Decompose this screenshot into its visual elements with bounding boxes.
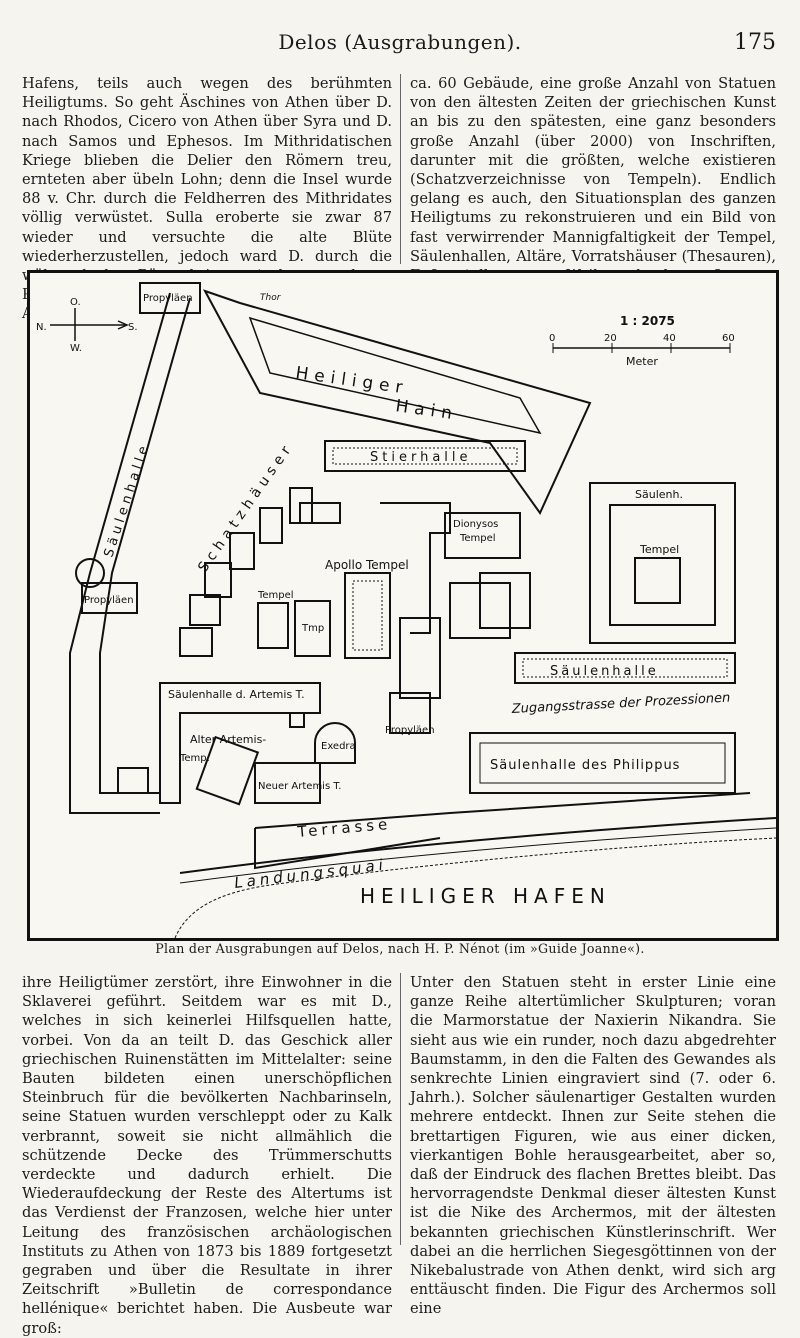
label-saeulenh: Säulenh. [635,488,683,501]
label-dionysos: Dionysos [453,519,498,530]
stierhalle-building [324,440,526,472]
dionysos-temple [444,512,521,559]
page-number: 175 [734,30,776,55]
quay-line-2 [179,827,777,884]
paragraph-bottom-right: Unter den Statuen steht in erster Linie … [410,974,776,1318]
map-caption: Plan der Ausgrabungen auf Delos, nach H.… [155,941,645,956]
label-tmp: Tmp [301,623,324,634]
scale-bar: 1 : 2075 0 20 40 60 Meter [549,314,735,368]
paragraph-bottom-left: ihre Heiligtümer zerstört, ihre Einwohne… [22,974,392,1337]
label-hain: Hain [394,396,459,425]
excavation-plan-map: N. O. S. W. 1 : 2075 0 20 40 60 Meter [27,270,779,941]
label-alter-artemis: Alter Artemis- [190,733,266,746]
plan-drawing: N. O. S. W. 1 : 2075 0 20 40 60 Meter [36,282,777,939]
text-column-bottom-left: ihre Heiligtümer zerstört, ihre Einwohne… [22,973,392,1338]
philippus-stoa [469,732,736,794]
label-stierhalle: Stierhalle [370,450,472,465]
scale-ratio: 1 : 2075 [620,314,675,328]
label-alter-temp: Temp. [179,753,210,764]
stierhalle-inner [332,447,518,465]
compass-w: W. [70,343,82,354]
page-header: Delos (Ausgrabungen). 175 [22,30,778,64]
label-propylaeen-west: Propyläen [84,595,134,606]
scale-tick-0: 0 [549,333,555,344]
scale-tick-20: 20 [604,333,617,344]
label-tempel-small: Tempel [257,590,294,601]
column-divider-bottom [400,973,401,1245]
middle-buildings [389,572,531,734]
label-dionysos-tempel: Tempel [459,533,496,544]
label-heiliger: Heiliger [294,363,409,399]
western-colonnade [69,282,201,814]
scale-unit: Meter [626,355,658,368]
terrace-edge [254,792,751,829]
label-saeulenhalle-philippus: Säulenhalle des Philippus [490,758,680,773]
scale-tick-60: 60 [722,333,735,344]
east-courtyard [589,482,736,644]
treasuries-group [179,487,341,657]
label-thor: Thor [260,293,282,303]
compass-n: N. [36,322,47,333]
compass-o: O. [70,297,81,308]
label-terrasse: Terrasse [296,815,392,841]
label-exedra: Exedra [321,741,356,752]
label-neuer-artemis: Neuer Artemis T. [258,781,341,792]
column-divider-top [400,74,401,264]
apollo-temple [344,572,391,659]
label-heiliger-hafen: HEILIGER HAFEN [360,884,611,908]
label-apollo-tempel: Apollo Tempel [325,558,409,572]
terrace-lower [254,828,441,870]
label-saeulenhalle-mid: Säulenhalle [550,664,659,679]
shoreline [174,837,777,939]
label-saeulenhalle-west: Säulenhalle [102,441,153,560]
running-title: Delos (Ausgrabungen). [278,30,522,54]
sacred-grove-inner [248,316,542,435]
label-zugangsstrasse: Zugangsstrasse der Prozessionen [510,691,730,717]
label-propylaeen-mid: Propyläen [385,725,435,736]
middle-stoa [514,652,736,684]
text-column-bottom-right: Unter den Statuen steht in erster Linie … [410,973,776,1319]
dionysos-precinct-wall [380,502,451,634]
quay-line [179,817,777,874]
temple-building [257,602,289,649]
scale-tick-40: 40 [663,333,676,344]
label-tempel-east: Tempel [639,543,679,556]
compass-rose: N. O. S. W. [36,297,138,354]
artemis-precinct [159,682,356,806]
sacred-grove-outline [202,289,592,515]
compass-s: S. [128,322,138,333]
label-saeulenhalle-artemis: Säulenhalle d. Artemis T. [168,688,305,701]
label-propylaeen-top: Propyläen [143,293,193,304]
small-temple [294,600,331,657]
